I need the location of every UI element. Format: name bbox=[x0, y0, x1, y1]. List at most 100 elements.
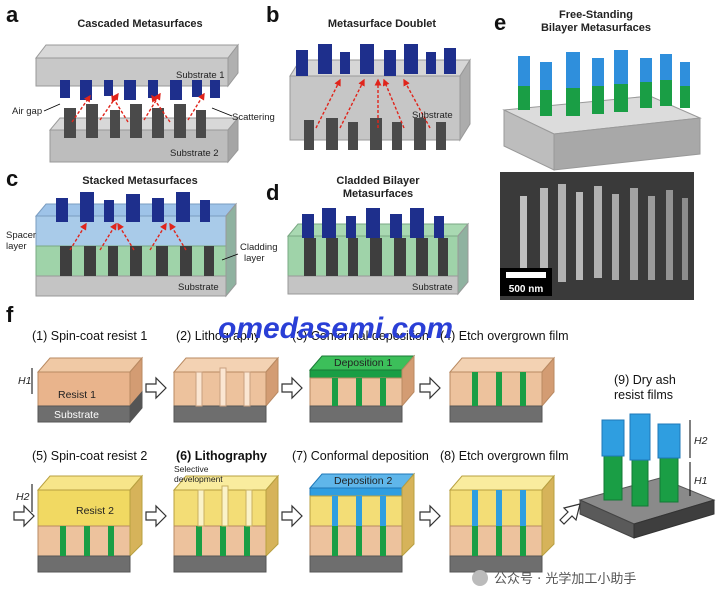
panel-e-letter: e bbox=[494, 10, 506, 35]
h2-label-step5: H2 bbox=[16, 491, 30, 503]
panel-a-blue-pillars bbox=[60, 80, 220, 100]
deposition-2-label: Deposition 2 bbox=[334, 475, 393, 487]
step-6-block: Selective development bbox=[172, 464, 280, 573]
step-1-label: (1) Spin-coat resist 1 bbox=[32, 329, 147, 343]
panel-d: d Cladded Bilayer Metasurfaces Substrate bbox=[266, 175, 470, 296]
panel-d-title-line2: Metasurfaces bbox=[343, 188, 413, 200]
watermark-text: omedasemi.com bbox=[218, 312, 453, 345]
step-5-block: Resist 2 H2 bbox=[16, 474, 144, 573]
panel-e: e Free-Standing Bilayer Metasurfaces 500… bbox=[494, 9, 702, 300]
step-7-block: Deposition 2 bbox=[308, 472, 416, 573]
deposition-1-label: Deposition 1 bbox=[334, 357, 393, 369]
sem-pillars bbox=[520, 184, 688, 282]
step-2-block bbox=[172, 356, 280, 423]
label-air-gap: Air gap bbox=[12, 106, 42, 117]
panel-e-substrate-right bbox=[553, 117, 701, 171]
scattering-pointer bbox=[211, 107, 233, 117]
stack-c-side bbox=[225, 202, 237, 298]
label-substrate-b: Substrate bbox=[412, 110, 453, 121]
h2-label-step9: H2 bbox=[694, 435, 708, 447]
panel-d-title-line1: Cladded Bilayer bbox=[336, 175, 420, 187]
panel-e-title-line2: Bilayer Metasurfaces bbox=[541, 22, 651, 34]
step-6-label: (6) Lithography bbox=[176, 449, 267, 463]
step-4-block bbox=[448, 356, 556, 423]
panel-d-letter: d bbox=[266, 180, 279, 205]
label-substrate-c: Substrate bbox=[178, 282, 219, 293]
step-8-label: (8) Etch overgrown film bbox=[440, 449, 569, 463]
wechat-icon bbox=[472, 570, 488, 586]
step-9-block: (9) Dry ash resist films H2 H1 bbox=[578, 373, 716, 539]
label-substrate-2: Substrate 2 bbox=[170, 148, 219, 159]
panel-c-title: Stacked Metasurfaces bbox=[82, 175, 198, 187]
panel-a: a Cascaded Metasurfaces bbox=[6, 2, 275, 164]
step-8-block bbox=[448, 474, 556, 573]
panel-b: b Metasurface Doublet Substrate bbox=[266, 2, 471, 150]
resist-2-label: Resist 2 bbox=[76, 505, 114, 517]
label-substrate-1: Substrate 1 bbox=[176, 70, 225, 81]
selective-label-line1: Selective bbox=[174, 464, 209, 474]
substrate-1-side bbox=[227, 43, 239, 88]
panel-d-gray-pillars bbox=[304, 238, 448, 276]
panel-b-blue-pillars bbox=[296, 44, 456, 76]
step-4-label: (4) Etch overgrown film bbox=[440, 329, 569, 343]
step-9-line1: (9) Dry ash bbox=[614, 373, 676, 387]
step-7-label: (7) Conformal deposition bbox=[292, 449, 429, 463]
arrow-7-8 bbox=[419, 504, 441, 528]
panel-c: c Stacked Metasurfaces Spacer layer Cl bbox=[6, 166, 278, 298]
process-arrows bbox=[13, 376, 581, 528]
panel-c-gray-pillars bbox=[60, 246, 214, 276]
panel-a-gray-pillars bbox=[64, 104, 206, 138]
wechat-footer: 公众号 · 光学加工小助手 bbox=[472, 570, 636, 587]
arrow-2-3 bbox=[281, 376, 303, 400]
panel-c-letter: c bbox=[6, 166, 18, 191]
label-substrate-d: Substrate bbox=[412, 282, 453, 293]
arrow-6-7 bbox=[281, 504, 303, 528]
selective-label-line2: development bbox=[174, 474, 223, 484]
arrow-3-4 bbox=[419, 376, 441, 400]
panel-b-letter: b bbox=[266, 2, 279, 27]
panel-b-arrows bbox=[315, 78, 431, 129]
label-cladding: Cladding bbox=[240, 242, 278, 253]
scalebar-label: 500 nm bbox=[509, 284, 544, 295]
arrow-5-6 bbox=[145, 504, 167, 528]
label-scattering: Scattering bbox=[232, 112, 275, 123]
substrate-side bbox=[459, 58, 471, 142]
substrate-1-top bbox=[34, 44, 240, 59]
panel-e-pillars bbox=[518, 50, 690, 116]
h1-label-step1: H1 bbox=[18, 375, 31, 387]
stack-d-side bbox=[457, 222, 469, 296]
label-spacer: Spacer bbox=[6, 230, 36, 241]
step-9-line2: resist films bbox=[614, 388, 673, 402]
arrow-1-2 bbox=[145, 376, 167, 400]
panel-a-letter: a bbox=[6, 2, 19, 27]
label-spacer-layer: layer bbox=[6, 241, 27, 252]
panel-e-title-line1: Free-Standing bbox=[559, 9, 633, 21]
panel-f-letter: f bbox=[6, 302, 14, 327]
substrate-top bbox=[289, 59, 471, 77]
step-3-label: (3) Conformal deposition bbox=[292, 329, 429, 343]
panel-c-arrows bbox=[69, 222, 187, 251]
wechat-text: 公众号 · 光学加工小助手 bbox=[494, 571, 636, 587]
arrow-into-5 bbox=[13, 504, 35, 528]
panel-a-scatter-arrows bbox=[71, 92, 205, 123]
step-1-block: Resist 1 Substrate H1 bbox=[18, 356, 144, 424]
substrate-label: Substrate bbox=[54, 409, 99, 421]
panel-d-blue-pillars bbox=[302, 208, 444, 238]
air-gap-pointer bbox=[43, 103, 61, 112]
resist-1-label: Resist 1 bbox=[58, 389, 96, 401]
label-cladding-layer: layer bbox=[244, 253, 265, 264]
arrow-8-9 bbox=[559, 503, 581, 525]
scalebar bbox=[506, 272, 546, 278]
step-3-block: Deposition 1 bbox=[308, 354, 416, 423]
cladding-pointer bbox=[221, 253, 239, 261]
panel-a-title: Cascaded Metasurfaces bbox=[77, 18, 202, 30]
step-2-label: (2) Lithography bbox=[176, 329, 261, 343]
substrate-2-side bbox=[227, 116, 239, 164]
panel-b-title: Metasurface Doublet bbox=[328, 18, 437, 30]
step-5-label: (5) Spin-coat resist 2 bbox=[32, 449, 147, 463]
panel-f: f (1) Spin-coat resist 1 (2) Lithography… bbox=[6, 302, 716, 573]
panel-b-gray-pillars bbox=[304, 118, 446, 150]
h1-label-step9: H1 bbox=[694, 475, 707, 487]
panel-c-blue-pillars bbox=[56, 192, 210, 222]
